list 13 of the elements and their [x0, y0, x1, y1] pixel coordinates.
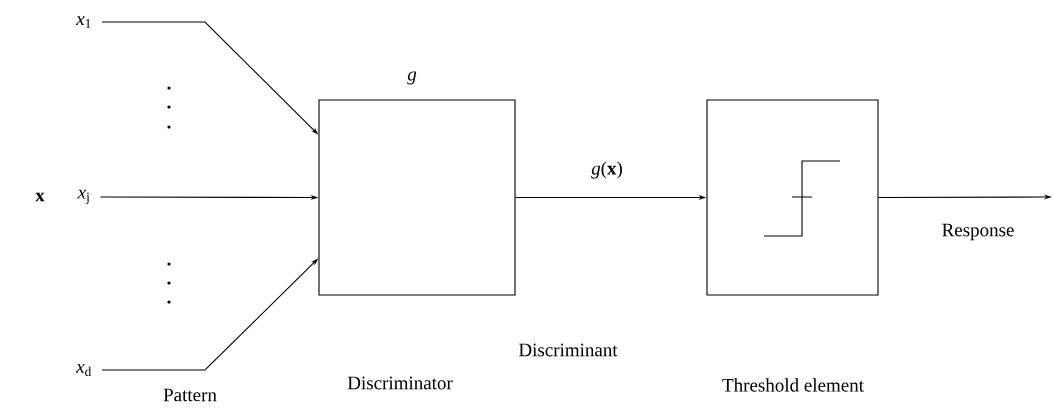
- label: Threshold element: [722, 378, 864, 392]
- node-label: g: [407, 71, 417, 85]
- input-label: x$_{1}$: [76, 16, 91, 28]
- threshold-box: [706, 99, 879, 296]
- input-label: x$_{d}$: [76, 363, 92, 377]
- edge-label: g(x): [591, 161, 622, 179]
- label: x: [35, 192, 45, 202]
- label: Pattern: [163, 388, 217, 402]
- edge-label: Response: [942, 223, 1014, 241]
- label: Discriminator: [347, 376, 453, 390]
- process-box: g: [318, 71, 516, 296]
- input-label: x$_{j}$: [77, 189, 89, 205]
- label: Discriminant: [518, 343, 618, 357]
